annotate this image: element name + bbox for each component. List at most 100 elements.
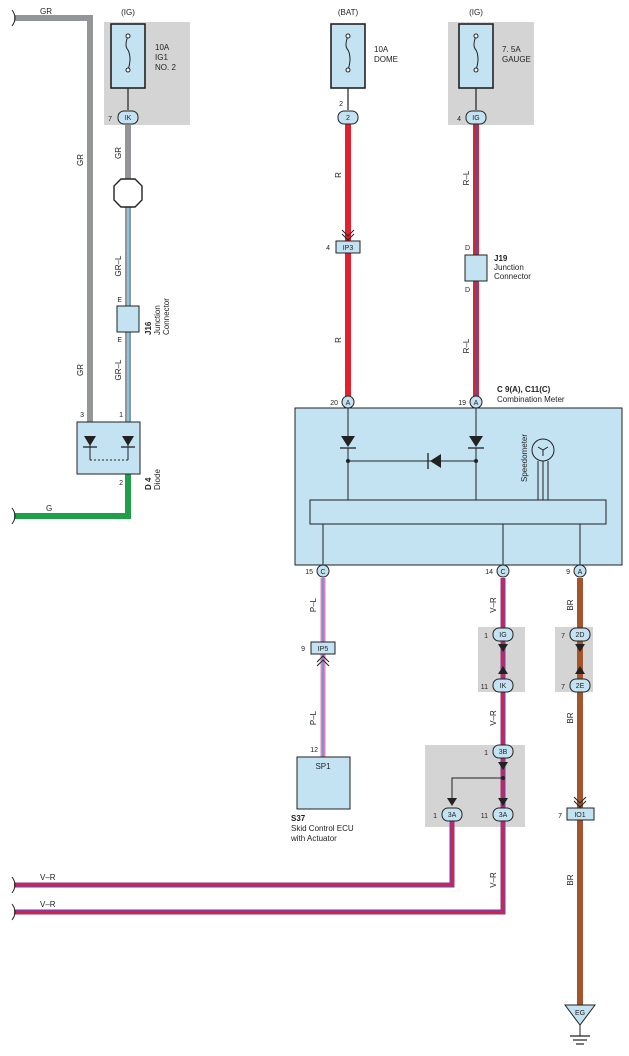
- pin-number-3b: 1: [484, 750, 488, 757]
- speedometer-label: Speedometer: [520, 434, 529, 482]
- pin-number-2d: 7: [561, 633, 565, 640]
- wire-label-br-lower: BR: [566, 874, 575, 885]
- connector-io1-label: IO1: [574, 812, 585, 819]
- fuse-ig1: [110, 23, 146, 110]
- fuse-ig1-rating: 10A: [155, 43, 170, 52]
- combination-meter: [294, 407, 623, 566]
- fuse-dome-rating: 10A: [374, 45, 389, 54]
- j16-code-label: J16: [144, 321, 153, 335]
- wire-label-pl-lower: P–L: [309, 710, 318, 725]
- pin-number-io1: 7: [558, 813, 562, 820]
- pin-j16-bottom: E: [117, 337, 122, 344]
- gr-wire: [11, 9, 93, 437]
- pin-number-ig-top: 4: [457, 116, 461, 123]
- wire-label-g: G: [46, 504, 52, 513]
- pin-a20-label: A: [346, 400, 351, 407]
- wire-label-gr-l-lower: GR–L: [114, 359, 123, 380]
- pin-j19-top: D: [465, 245, 470, 252]
- wire-label-gr-left-vertical: GR: [76, 154, 85, 166]
- fuse-ig1-number: NO. 2: [155, 63, 176, 72]
- g-wire: [11, 474, 131, 525]
- d4-code-label: D 4: [144, 477, 153, 490]
- pin-j16-top: E: [117, 297, 122, 304]
- connector-2d-2e: [569, 627, 591, 693]
- connector-3b-label: 3B: [499, 749, 508, 756]
- pin-number-ik-top: 7: [108, 116, 112, 123]
- pin-number-a9: 9: [566, 569, 570, 576]
- j16-name-line2: Connector: [162, 298, 171, 335]
- pin-number-diode-left: 3: [80, 412, 84, 419]
- connector-2-top-label: 2: [346, 115, 350, 122]
- connector-2-top: [337, 110, 359, 125]
- fuse-dome: [330, 23, 366, 110]
- junction-j16: [116, 305, 140, 333]
- pin-number-3a-right: 11: [481, 813, 488, 820]
- connector-ig-top: [465, 110, 487, 125]
- wire-label-gr-under-ik: GR: [114, 147, 123, 159]
- pin-number-ip3: 4: [326, 245, 330, 252]
- pin-number-c15: 15: [305, 569, 313, 576]
- pin-number-3a-left: 1: [433, 813, 437, 820]
- wire-label-vr-lower: V–R: [489, 872, 498, 888]
- fuse-dome-name: DOME: [374, 55, 398, 64]
- meter-code-label: C 9(A), C11(C): [497, 385, 551, 394]
- wire-label-pl-upper: P–L: [309, 597, 318, 612]
- meter-name-label: Combination Meter: [497, 395, 565, 404]
- pin-number-diode-bottom: 2: [119, 480, 123, 487]
- wire-label-gr-top: GR: [40, 7, 52, 16]
- ig-right-source-label: (IG): [469, 8, 483, 17]
- j19-name-line1: Junction: [494, 263, 524, 272]
- fuse-gauge-rating: 7. 5A: [502, 45, 521, 54]
- connector-ip3: [335, 229, 361, 254]
- wire-label-vr-1: V–R: [40, 873, 56, 882]
- ground-eg: [564, 1004, 596, 1045]
- pin-c15: [316, 564, 330, 578]
- splice-octagon: [113, 178, 143, 208]
- fuse-gauge: [458, 23, 494, 110]
- ig-left-source-label: (IG): [121, 8, 135, 17]
- connector-ig-ik-mid: [492, 627, 514, 693]
- connector-ip5-label: IP5: [318, 646, 329, 653]
- connector-ik-mid-label: IK: [500, 683, 507, 690]
- connector-ik-top-label: IK: [125, 115, 132, 122]
- connector-2d-label: 2D: [576, 632, 585, 639]
- v-r-wire: [11, 578, 506, 921]
- skid-control-ecu: [296, 756, 351, 810]
- pin-a20: [341, 395, 355, 409]
- pin-number-c14: 14: [485, 569, 493, 576]
- bat-source-label: (BAT): [338, 8, 359, 17]
- wire-label-gr-left-lower: GR: [76, 364, 85, 376]
- pin-number-a19: 19: [458, 400, 466, 407]
- diode-d4: [76, 421, 141, 475]
- connector-3b-3a: [441, 744, 514, 822]
- pin-a19: [469, 395, 483, 409]
- pin-a19-label: A: [474, 400, 479, 407]
- junction-j19: [464, 254, 488, 282]
- connector-3a-left-label: 3A: [448, 812, 457, 819]
- pin-c14: [496, 564, 510, 578]
- s37-name-line2: with Actuator: [290, 834, 337, 843]
- pin-number-a20: 20: [330, 400, 338, 407]
- fuse-gauge-name: GAUGE: [502, 55, 531, 64]
- pin-number-diode-right: 1: [119, 412, 123, 419]
- pin-number-ip5: 9: [301, 646, 305, 653]
- fuse-ig1-name: IG1: [155, 53, 168, 62]
- pin-number-sp1: 12: [310, 747, 318, 754]
- ground-eg-label: EG: [575, 1010, 585, 1017]
- wire-label-gr-l-upper: GR–L: [114, 255, 123, 276]
- j16-name-line1: Junction: [153, 305, 162, 335]
- pin-a9-label: A: [578, 569, 583, 576]
- wire-label-vr-2: V–R: [40, 900, 56, 909]
- pin-c14-label: C: [500, 569, 505, 576]
- wire-label-r-lower: R: [334, 337, 343, 343]
- wire-label-rl-upper: R–L: [462, 170, 471, 185]
- d4-name-label: Diode: [153, 469, 162, 490]
- s37-name-line1: Skid Control ECU: [291, 824, 354, 833]
- pin-number-ig-mid: 1: [484, 633, 488, 640]
- connector-3a-right-label: 3A: [499, 812, 508, 819]
- wire-label-br-mid: BR: [566, 712, 575, 723]
- wire-label-rl-lower: R–L: [462, 338, 471, 353]
- wire-label-vr-mid: V–R: [489, 710, 498, 726]
- connector-ip3-label: IP3: [343, 245, 354, 252]
